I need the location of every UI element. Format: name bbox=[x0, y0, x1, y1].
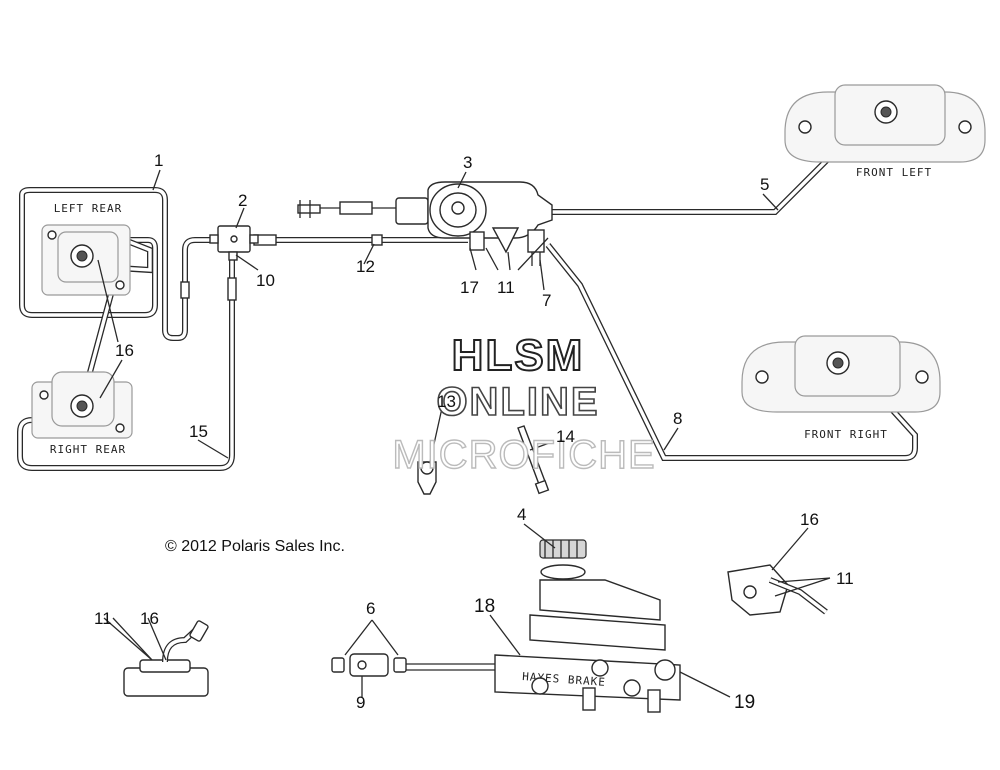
watermark: HLSM ONLINE MICROFICHE bbox=[392, 330, 656, 478]
clevis-assembly bbox=[331, 653, 407, 677]
watermark-line-2: ONLINE bbox=[436, 380, 599, 424]
callout-3: 3 bbox=[463, 153, 472, 172]
label-front-right: FRONT RIGHT bbox=[804, 428, 888, 441]
callout-5: 5 bbox=[760, 175, 769, 194]
callout-8: 8 bbox=[673, 409, 682, 428]
front-caliper-detail bbox=[727, 564, 828, 616]
callout-10: 10 bbox=[256, 271, 275, 290]
callout-13: 13 bbox=[437, 392, 456, 411]
banjo-fitting-13 bbox=[417, 461, 437, 495]
callout-leaders bbox=[97, 169, 831, 698]
front-right-caliper bbox=[741, 335, 941, 413]
callout-11-front-detail: 11 bbox=[836, 569, 854, 588]
brake-line-1 bbox=[19, 187, 220, 341]
label-left-rear: LEFT REAR bbox=[54, 202, 123, 215]
callout-15: 15 bbox=[189, 422, 208, 441]
callout-17: 17 bbox=[460, 278, 479, 297]
callout-9: 9 bbox=[356, 693, 365, 712]
callout-14: 14 bbox=[556, 427, 575, 446]
copyright-text: © 2012 Polaris Sales Inc. bbox=[165, 538, 345, 555]
label-front-left: FRONT LEFT bbox=[856, 166, 932, 179]
watermark-line-1: HLSM bbox=[452, 331, 585, 380]
callout-18: 18 bbox=[474, 596, 495, 617]
brake-line-12 bbox=[250, 234, 468, 246]
callout-16-front-detail: 16 bbox=[800, 510, 819, 529]
callout-19: 19 bbox=[734, 692, 755, 713]
callout-12: 12 bbox=[356, 257, 375, 276]
callout-7: 7 bbox=[542, 291, 551, 310]
callout-16-rear: 16 bbox=[115, 341, 134, 360]
callout-16-rear-detail: 16 bbox=[140, 609, 159, 628]
right-rear-caliper bbox=[31, 371, 133, 439]
callout-1: 1 bbox=[154, 151, 163, 170]
bleed-screw-14 bbox=[517, 425, 550, 495]
brake-splitter-block bbox=[209, 225, 259, 261]
front-left-caliper bbox=[784, 84, 986, 163]
callout-11-rear-detail: 11 bbox=[94, 609, 112, 628]
rear-caliper-detail bbox=[123, 620, 209, 697]
master-cylinder: HAYES BRAKE bbox=[398, 539, 681, 713]
proportioning-valve bbox=[297, 181, 553, 266]
left-rear-caliper bbox=[41, 224, 131, 296]
watermark-line-3: MICROFICHE bbox=[392, 433, 655, 477]
label-right-rear: RIGHT REAR bbox=[50, 443, 126, 456]
brake-line-15 bbox=[17, 250, 237, 471]
callout-2: 2 bbox=[238, 191, 247, 210]
callout-6: 6 bbox=[366, 599, 375, 618]
callout-4: 4 bbox=[517, 505, 526, 524]
callout-11-valve: 11 bbox=[497, 278, 515, 297]
brake-line-8 bbox=[545, 243, 918, 461]
